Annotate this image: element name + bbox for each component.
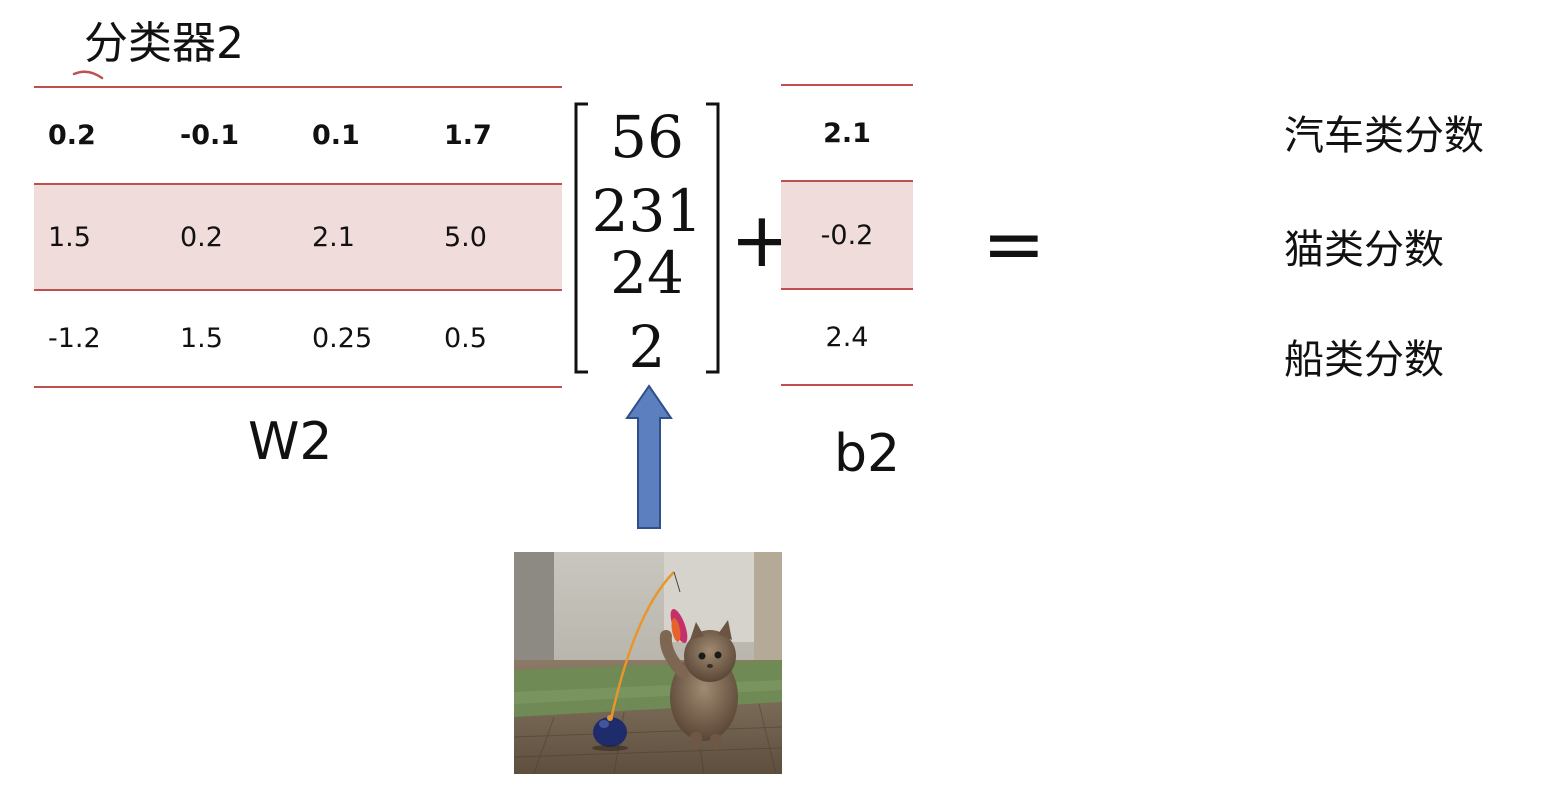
vector-brackets [574, 102, 720, 374]
weight-cell: 0.2 [180, 221, 223, 253]
ship-score-label: 船类分数 [1284, 337, 1444, 383]
classifier-title: 分类器2 [84, 18, 244, 69]
weight-cell: 0.5 [444, 323, 487, 354]
bias-row-cat: -0.2 [781, 181, 913, 289]
weight-cell: -1.2 [48, 323, 101, 354]
bias-row-car: 2.1 [781, 85, 913, 181]
weight-matrix: 0.2 -0.1 0.1 1.7 1.5 0.2 2.1 5.0 -1.2 1.… [34, 86, 562, 388]
weight-cell: 5.0 [444, 221, 487, 253]
weight-cell: 1.5 [180, 323, 223, 354]
up-arrow-icon [625, 384, 673, 529]
vector-value: 56 [610, 103, 684, 171]
weight-cell: 1.5 [48, 221, 91, 253]
vector-value: 231 [591, 177, 703, 245]
weight-cell: 1.7 [444, 120, 492, 151]
bias-cell: 2.4 [825, 321, 869, 353]
weight-row-ship: -1.2 1.5 0.25 0.5 [34, 290, 562, 387]
vector-value: 24 [610, 239, 684, 307]
bias-row-ship: 2.4 [781, 289, 913, 385]
bias-vector-label: b2 [834, 424, 901, 484]
car-score-label: 汽车类分数 [1284, 113, 1484, 159]
weight-cell: 2.1 [312, 221, 355, 253]
vector-value: 2 [628, 313, 666, 381]
weight-cell: 0.1 [312, 120, 360, 151]
cat-score-label: 猫类分数 [1284, 227, 1444, 273]
weight-row-car: 0.2 -0.1 0.1 1.7 [34, 87, 562, 184]
plus-operator: + [730, 195, 794, 284]
bias-vector: 2.1 -0.2 2.4 [781, 84, 913, 386]
bias-cell: 2.1 [823, 117, 871, 149]
weight-cell: -0.1 [180, 120, 240, 151]
weight-row-cat: 1.5 0.2 2.1 5.0 [34, 184, 562, 290]
weight-matrix-label: W2 [248, 412, 333, 472]
red-ink-mark [72, 70, 104, 80]
input-vector: 56 231 24 2 [574, 102, 720, 380]
weight-cell: 0.2 [48, 120, 96, 151]
bias-cell: -0.2 [820, 219, 874, 251]
kitten-photo [514, 552, 782, 774]
weight-cell: 0.25 [312, 323, 373, 354]
equals-operator: = [982, 199, 1046, 288]
